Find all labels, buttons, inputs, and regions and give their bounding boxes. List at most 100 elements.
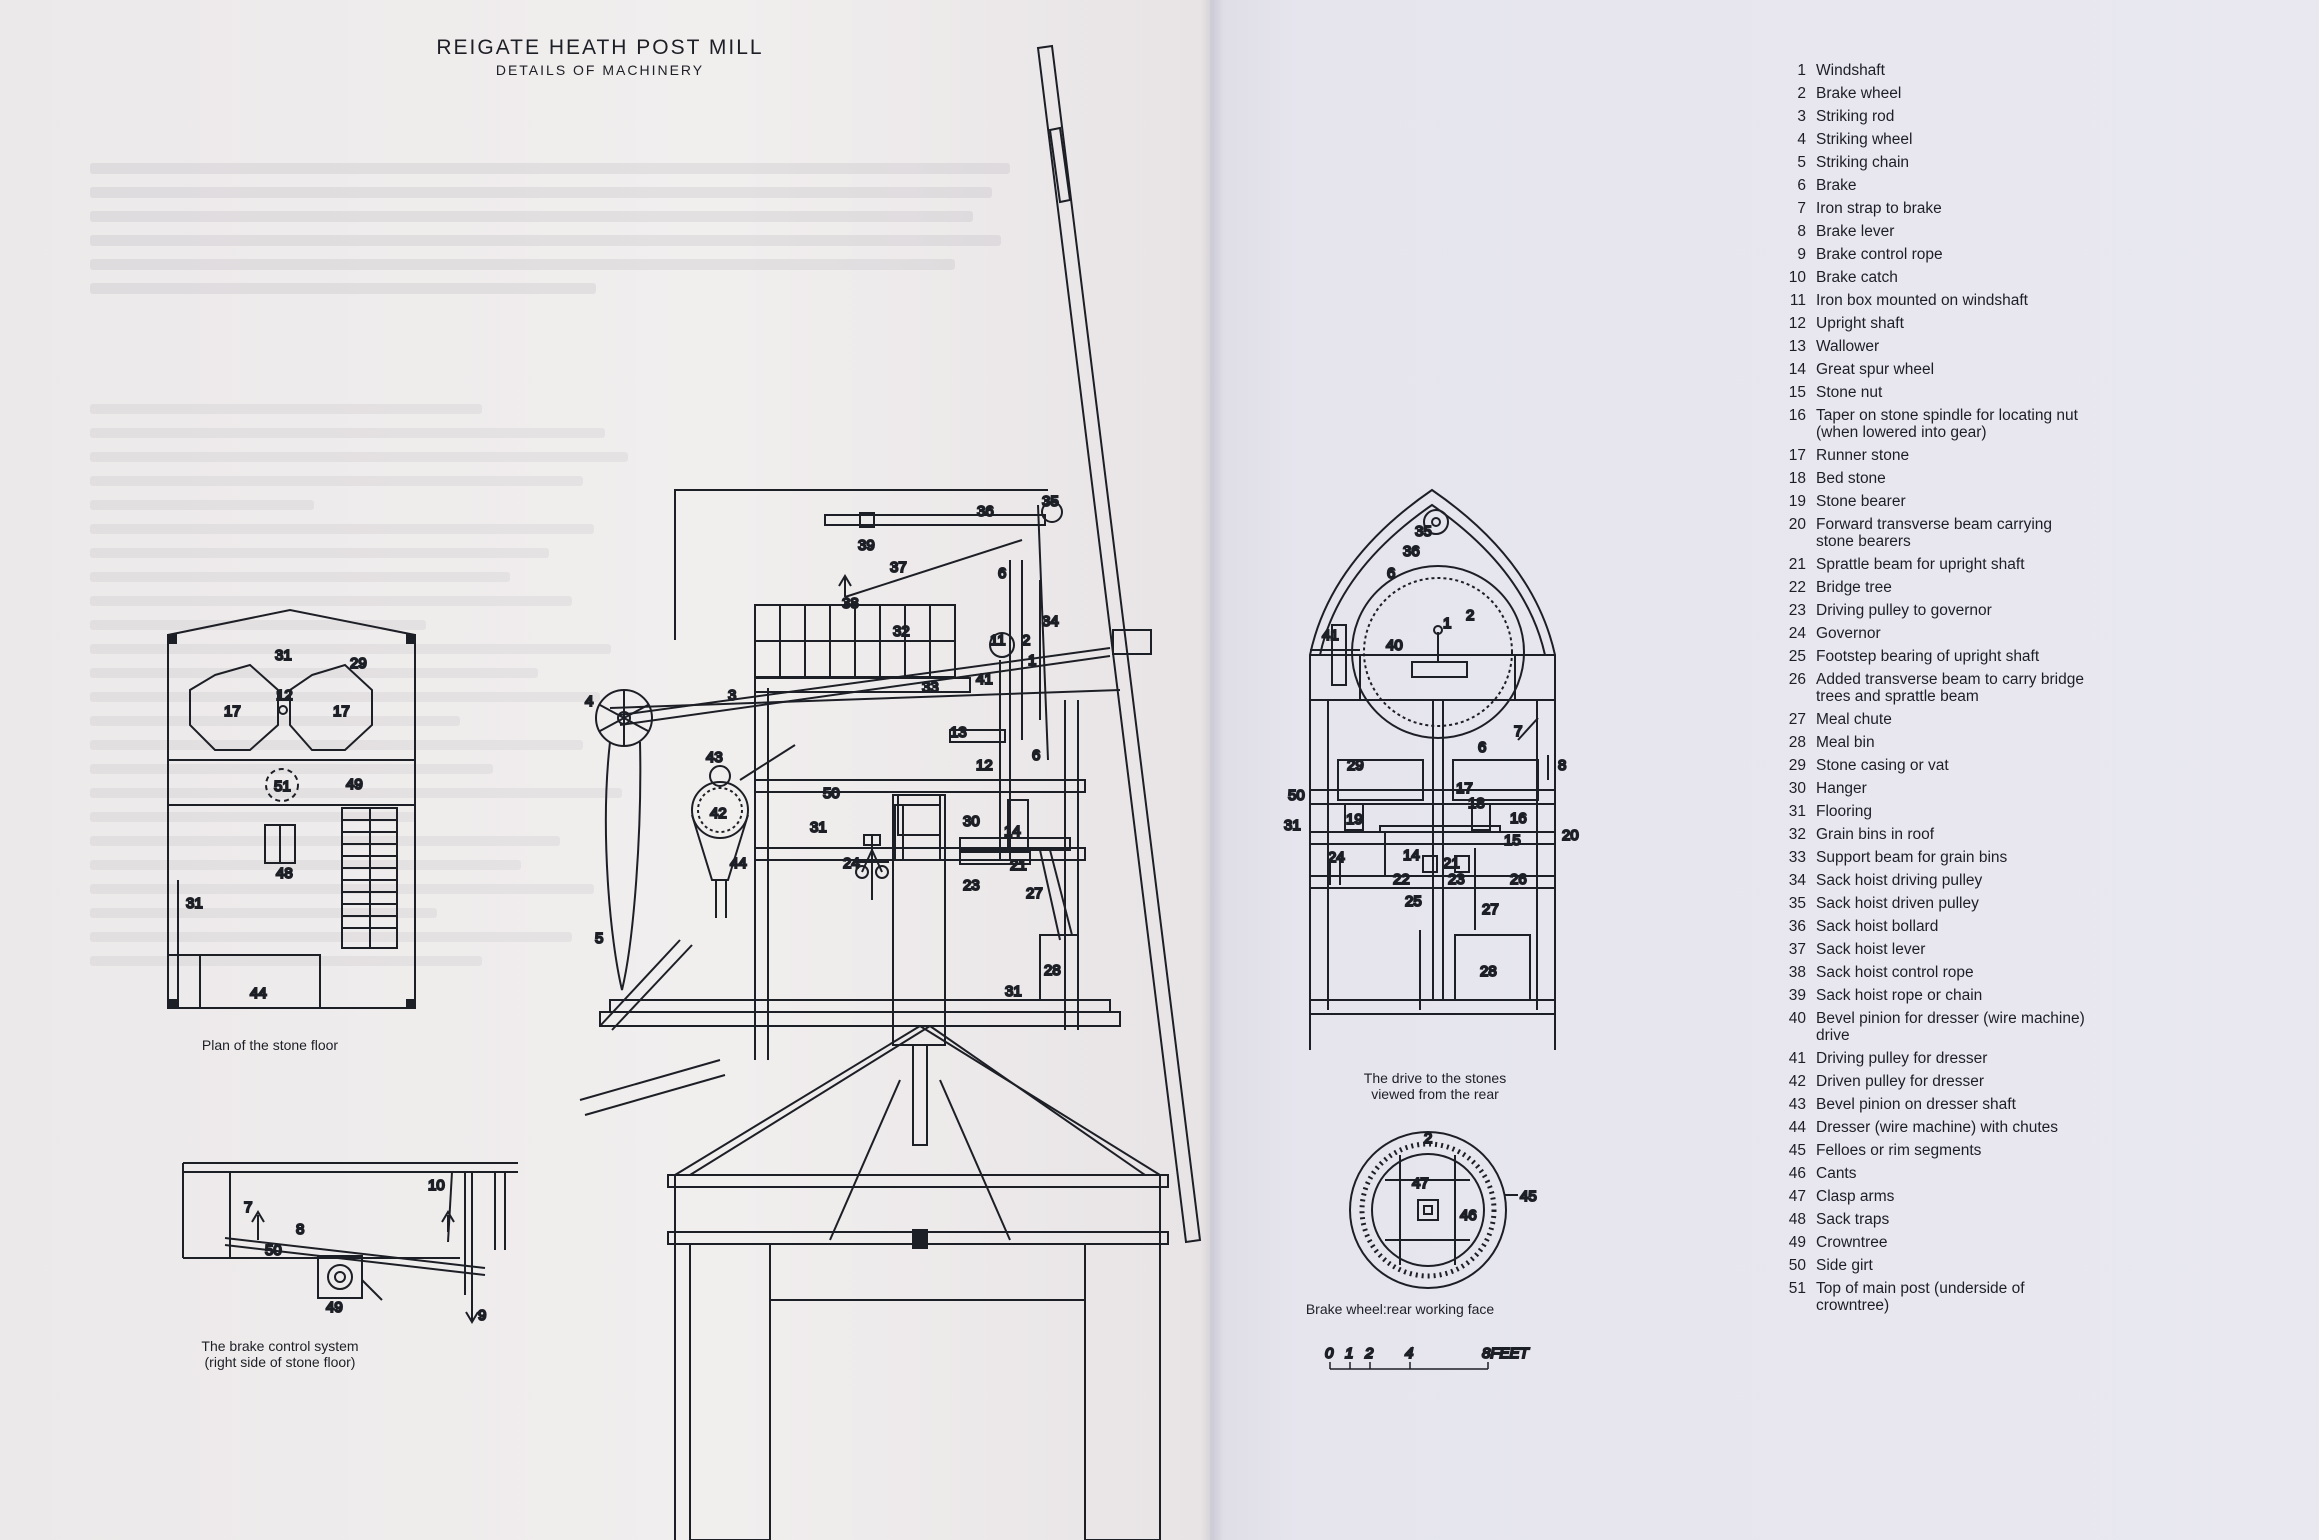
legend-number: 25 xyxy=(1788,648,1806,665)
legend-label: Sack hoist control rope xyxy=(1816,964,1974,981)
rear-callout: 26 xyxy=(1510,871,1527,888)
scale-tick: 0 xyxy=(1325,1345,1334,1362)
scale-tick: 8FEET xyxy=(1482,1345,1531,1362)
legend-number: 50 xyxy=(1788,1257,1806,1274)
legend-number: 2 xyxy=(1797,85,1806,102)
legend-number: 33 xyxy=(1788,849,1806,866)
bleed-through-text xyxy=(90,150,1010,340)
legend-number: 34 xyxy=(1788,872,1806,889)
side-callout: 32 xyxy=(893,623,910,640)
legend-number: 35 xyxy=(1788,895,1806,912)
brake-callout: 8 xyxy=(296,1221,304,1238)
legend-number: 47 xyxy=(1788,1188,1806,1205)
right-page xyxy=(1210,0,2319,1540)
caption-drive: The drive to the stones viewed from the … xyxy=(1345,1070,1525,1102)
legend-number: 49 xyxy=(1788,1234,1806,1251)
legend-label: Felloes or rim segments xyxy=(1816,1142,1982,1159)
side-callout: 14 xyxy=(1004,823,1021,840)
legend-number: 36 xyxy=(1788,918,1806,935)
plan-callout: 12 xyxy=(276,687,293,704)
caption-brake-control-line2: (right side of stone floor) xyxy=(204,1354,356,1370)
side-callout: 36 xyxy=(977,503,994,520)
legend-item: 25 Footstep bearing of upright shaft xyxy=(1770,648,2090,665)
brake-callout: 49 xyxy=(326,1299,343,1316)
scale-tick: 2 xyxy=(1364,1345,1374,1362)
brake-callout: 9 xyxy=(478,1307,486,1324)
legend-label: Great spur wheel xyxy=(1816,361,1935,378)
legend-label: Sack hoist rope or chain xyxy=(1816,987,1983,1004)
legend-label: Stone casing or vat xyxy=(1816,757,1949,774)
left-page xyxy=(0,0,1210,1540)
legend-label: Support beam for grain bins xyxy=(1816,849,2008,866)
legend-number: 27 xyxy=(1788,711,1806,728)
legend-number: 4 xyxy=(1797,131,1806,148)
side-callout: 1 xyxy=(1028,652,1036,669)
brake-wheel-diagram xyxy=(1349,1131,1518,1289)
legend-number: 19 xyxy=(1788,493,1806,510)
rear-callout: 6 xyxy=(1387,565,1395,582)
legend-label: Sack hoist driving pulley xyxy=(1816,872,1983,889)
legend-number: 40 xyxy=(1788,1010,1806,1027)
legend-label: Footstep bearing of upright shaft xyxy=(1816,648,2040,665)
rear-callout: 29 xyxy=(1347,757,1364,774)
legend-label: Stone nut xyxy=(1816,384,1883,401)
legend-number: 29 xyxy=(1788,757,1806,774)
legend-label: Taper on stone spindle for locating nut … xyxy=(1816,407,2078,441)
rear-callout: 7 xyxy=(1514,723,1522,740)
legend-label: Bridge tree xyxy=(1816,579,1892,596)
side-callout: 13 xyxy=(950,724,967,741)
rear-callout: 20 xyxy=(1562,827,1579,844)
legend-label: Clasp arms xyxy=(1816,1188,1895,1205)
scale-bar xyxy=(1329,1362,1489,1370)
rear-callout: 50 xyxy=(1288,787,1305,804)
legend-label: Bevel pinion on dresser shaft xyxy=(1816,1096,2016,1113)
legend-label: Driving pulley to governor xyxy=(1816,602,1992,619)
legend-number: 46 xyxy=(1788,1165,1806,1182)
legend-label: Sprattle beam for upright shaft xyxy=(1816,556,2025,573)
plan-callout: 49 xyxy=(346,776,363,793)
side-callout: 27 xyxy=(1026,885,1043,902)
rear-callout: 31 xyxy=(1284,817,1301,834)
legend-number: 18 xyxy=(1788,470,1806,487)
legend-label: Side girt xyxy=(1816,1257,1873,1274)
wheel-callout: 2 xyxy=(1424,1130,1432,1147)
brake-callout: 50 xyxy=(265,1242,282,1259)
legend-number: 51 xyxy=(1788,1280,1806,1297)
side-callout: 3 xyxy=(728,687,736,704)
legend-label: Sack hoist lever xyxy=(1816,941,1926,958)
legend-label: Hanger xyxy=(1816,780,1867,797)
scale-tick: 1 xyxy=(1345,1345,1353,1362)
brake-control-diagram xyxy=(182,1162,518,1324)
legend-label: Iron strap to brake xyxy=(1816,200,1942,217)
side-callout: 35 xyxy=(1042,493,1059,510)
side-callout: 34 xyxy=(1042,613,1059,630)
legend-item: 33 Support beam for grain bins xyxy=(1770,849,2090,866)
rear-view-diagram xyxy=(1309,488,1556,1050)
legend-label: Brake catch xyxy=(1816,269,1898,286)
legend-number: 41 xyxy=(1788,1050,1806,1067)
caption-drive-line2: viewed from the rear xyxy=(1371,1086,1499,1102)
rear-callout: 2 xyxy=(1466,607,1474,624)
legend-label: Striking chain xyxy=(1816,154,1910,171)
legend-number: 44 xyxy=(1788,1119,1806,1136)
legend-number: 23 xyxy=(1788,602,1806,619)
legend-number: 39 xyxy=(1788,987,1806,1004)
legend-label: Meal chute xyxy=(1816,711,1892,728)
legend-item: 35 Sack hoist driven pulley xyxy=(1770,895,2090,912)
legend-label: Sack hoist driven pulley xyxy=(1816,895,1979,912)
legend-number: 5 xyxy=(1797,154,1806,171)
legend-number: 30 xyxy=(1788,780,1806,797)
